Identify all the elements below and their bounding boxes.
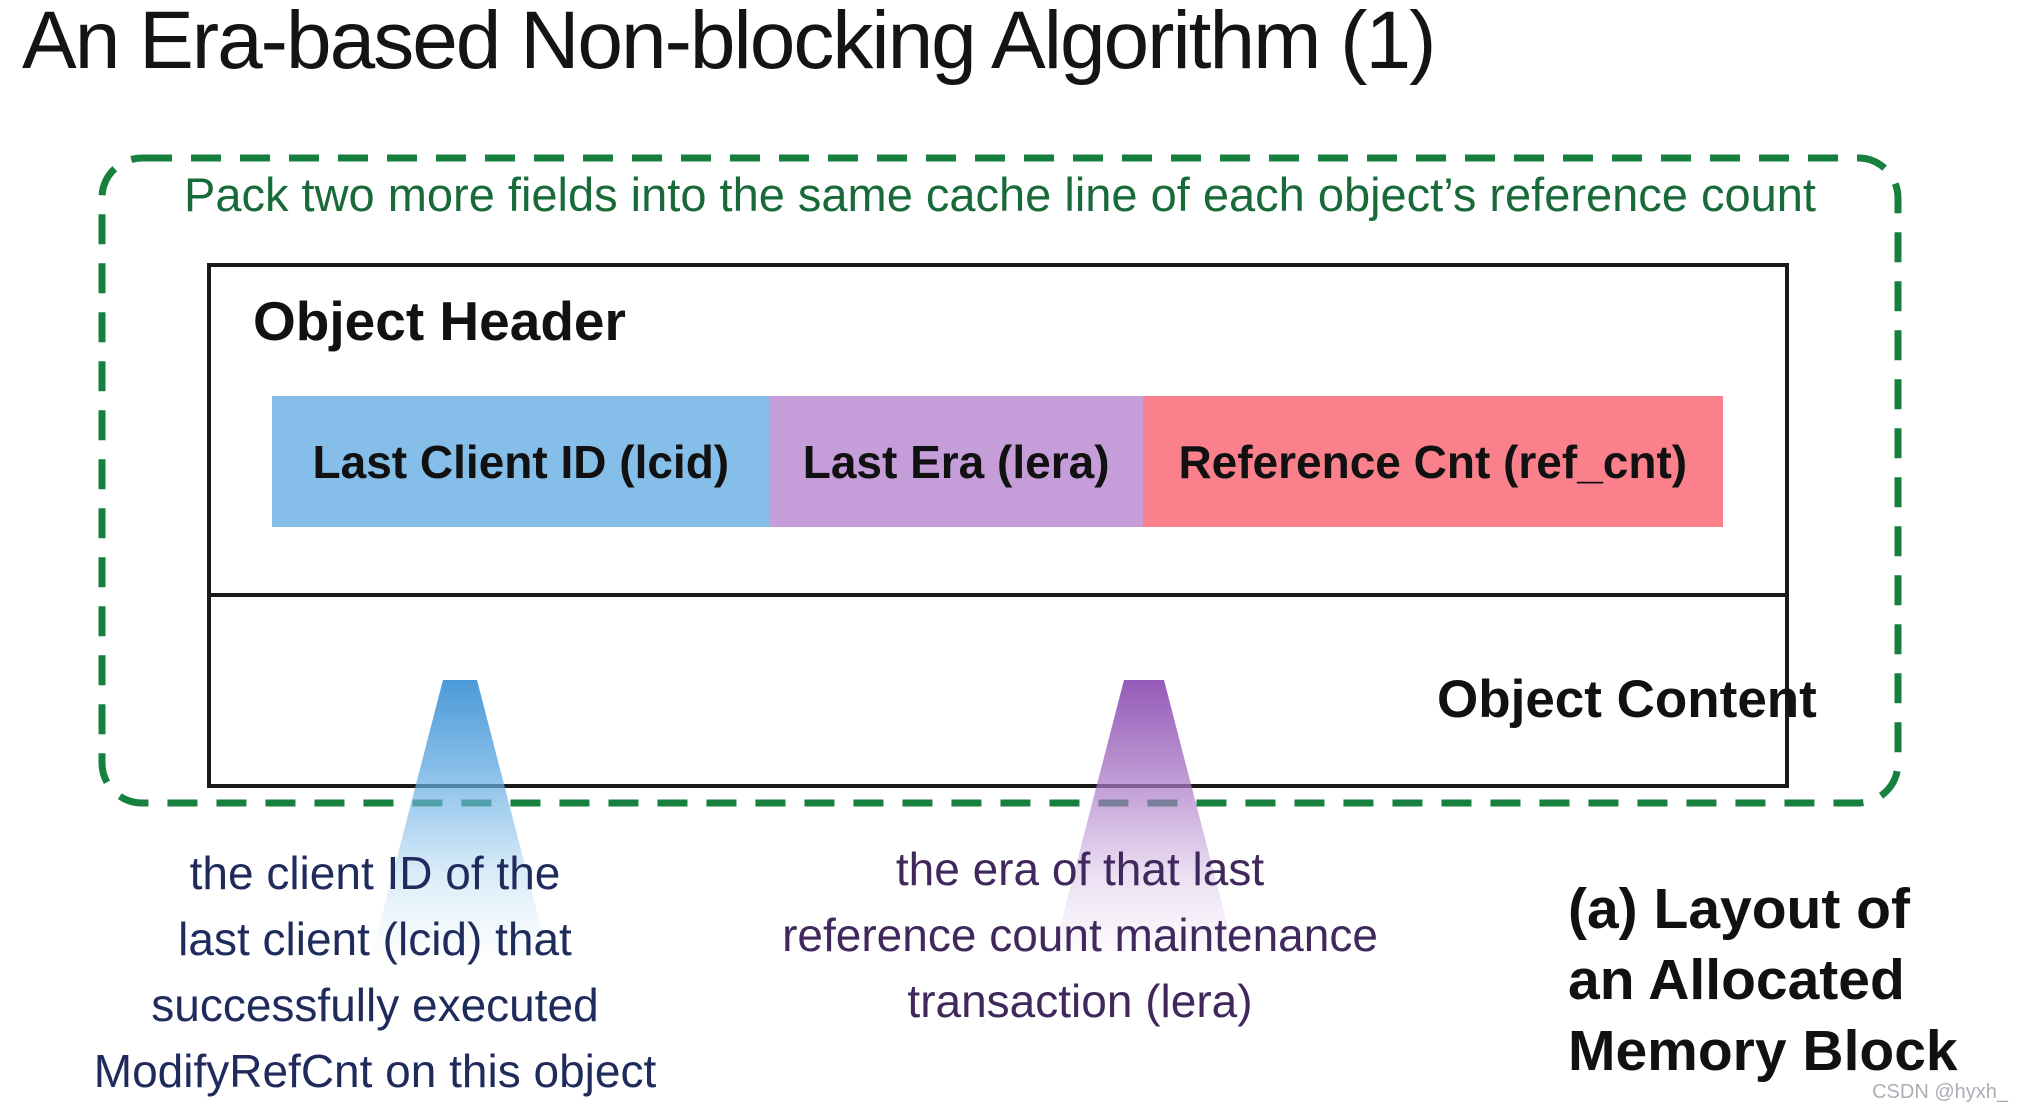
field-lcid: Last Client ID (lcid) <box>272 396 770 527</box>
cache-line-callout-group: Pack two more fields into the same cache… <box>97 153 1903 808</box>
slide-title: An Era-based Non-blocking Algorithm (1) <box>22 0 1436 86</box>
object-header-label: Object Header <box>253 290 626 352</box>
lera-annotation-line: transaction (lera) <box>907 975 1253 1027</box>
lera-annotation: the era of that last reference count mai… <box>690 836 1470 1034</box>
field-ref-cnt: Reference Cnt (ref_cnt) <box>1142 396 1723 527</box>
lcid-annotation: the client ID of the last client (lcid) … <box>35 840 715 1104</box>
figure-caption-line: Memory Block <box>1568 1019 1958 1083</box>
cache-line-field-bar: Last Client ID (lcid) Last Era (lera) Re… <box>272 396 1723 527</box>
field-lera: Last Era (lera) <box>769 396 1143 527</box>
header-content-divider <box>211 593 1785 597</box>
dashed-border-rect <box>98 154 1902 807</box>
lcid-annotation-line: successfully executed <box>151 979 599 1031</box>
figure-caption-line: an Allocated <box>1568 948 1905 1012</box>
watermark: CSDN @hyxh_ <box>1872 1081 2008 1103</box>
lcid-annotation-line: last client (lcid) that <box>178 913 572 965</box>
figure-caption: (a) Layout of an Allocated Memory Block <box>1568 874 2018 1087</box>
lera-annotation-line: the era of that last <box>895 843 1265 895</box>
figure-caption-line: (a) Layout of <box>1568 877 1910 941</box>
dashed-border <box>98 154 1902 807</box>
memory-block-rect: Object Header Last Client ID (lcid) Last… <box>207 263 1817 788</box>
callout-text: Pack two more fields into the same cache… <box>184 168 1816 221</box>
lcid-annotation-line: ModifyRefCnt on this object <box>93 1045 657 1097</box>
object-content-label: Object Content <box>1437 670 1817 729</box>
lera-annotation-line: reference count maintenance <box>782 909 1378 961</box>
lcid-annotation-line: the client ID of the <box>189 847 561 899</box>
